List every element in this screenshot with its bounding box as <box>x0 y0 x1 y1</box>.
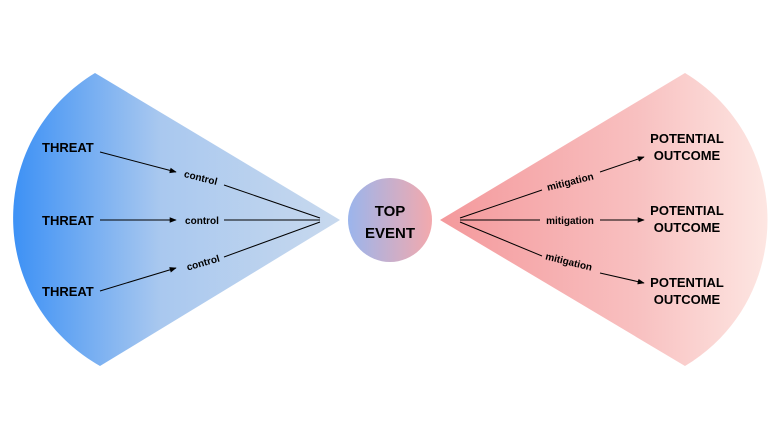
connector-outcome-1-tail <box>599 156 645 173</box>
top-event-line-2: EVENT <box>365 225 415 242</box>
connector-outcome-1 <box>459 189 543 219</box>
outcome-label-3-line-1: POTENTIAL <box>650 275 724 290</box>
connector-outcome-3-tail <box>599 272 645 285</box>
outcome-connectors <box>459 156 645 285</box>
top-event-line-1: TOP <box>375 203 406 220</box>
connector-outcome-3 <box>459 221 543 257</box>
connector-threat-3-tail <box>223 221 321 258</box>
connector-threat-1-tail <box>223 184 321 219</box>
threat-label-3: THREAT <box>42 284 94 299</box>
top-event-circle <box>348 178 432 262</box>
mitigation-label-2: mitigation <box>546 216 594 227</box>
outcome-label-1-line-1: POTENTIAL <box>650 131 724 146</box>
connector-threat-1 <box>99 151 177 174</box>
control-label-2: control <box>185 216 219 227</box>
outcome-label-3-line-2: OUTCOME <box>654 292 721 307</box>
threat-label-1: THREAT <box>42 140 94 155</box>
threat-label-2: THREAT <box>42 213 94 228</box>
outcome-label-2-line-1: POTENTIAL <box>650 203 724 218</box>
connector-threat-3 <box>99 267 177 292</box>
threat-connectors <box>99 151 321 292</box>
outcome-label-1-line-2: OUTCOME <box>654 148 721 163</box>
outcome-label-2-line-2: OUTCOME <box>654 220 721 235</box>
